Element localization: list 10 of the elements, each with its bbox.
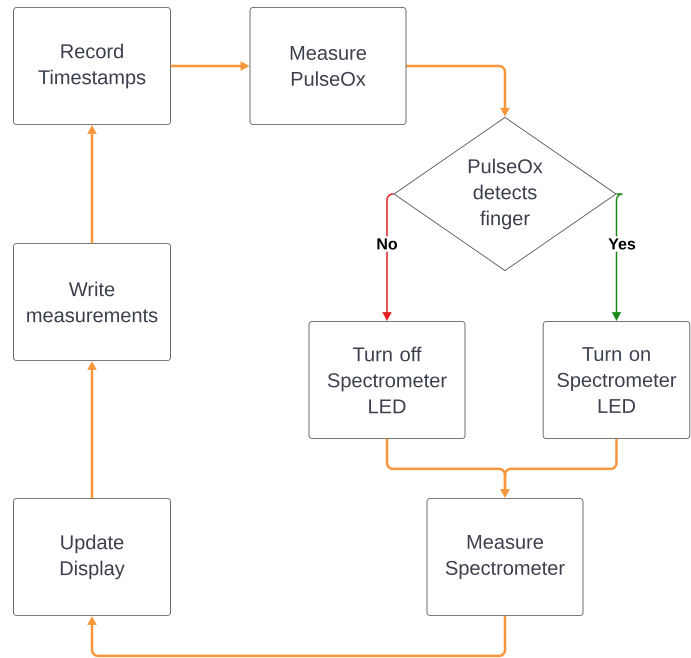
process-box: Turn on Spectrometer LED bbox=[542, 321, 690, 439]
process-box: Measure PulseOx bbox=[250, 7, 406, 125]
process-box: Write measurements bbox=[13, 243, 171, 361]
process-box: Turn off Spectrometer LED bbox=[308, 321, 466, 439]
arrow bbox=[87, 616, 506, 658]
process-box: Record Timestamps bbox=[13, 7, 171, 125]
process-box: Update Display bbox=[13, 498, 171, 616]
edge-label: No bbox=[374, 236, 400, 252]
edge-label: Yes bbox=[606, 236, 638, 252]
process-box: Measure Spectrometer bbox=[426, 498, 584, 616]
